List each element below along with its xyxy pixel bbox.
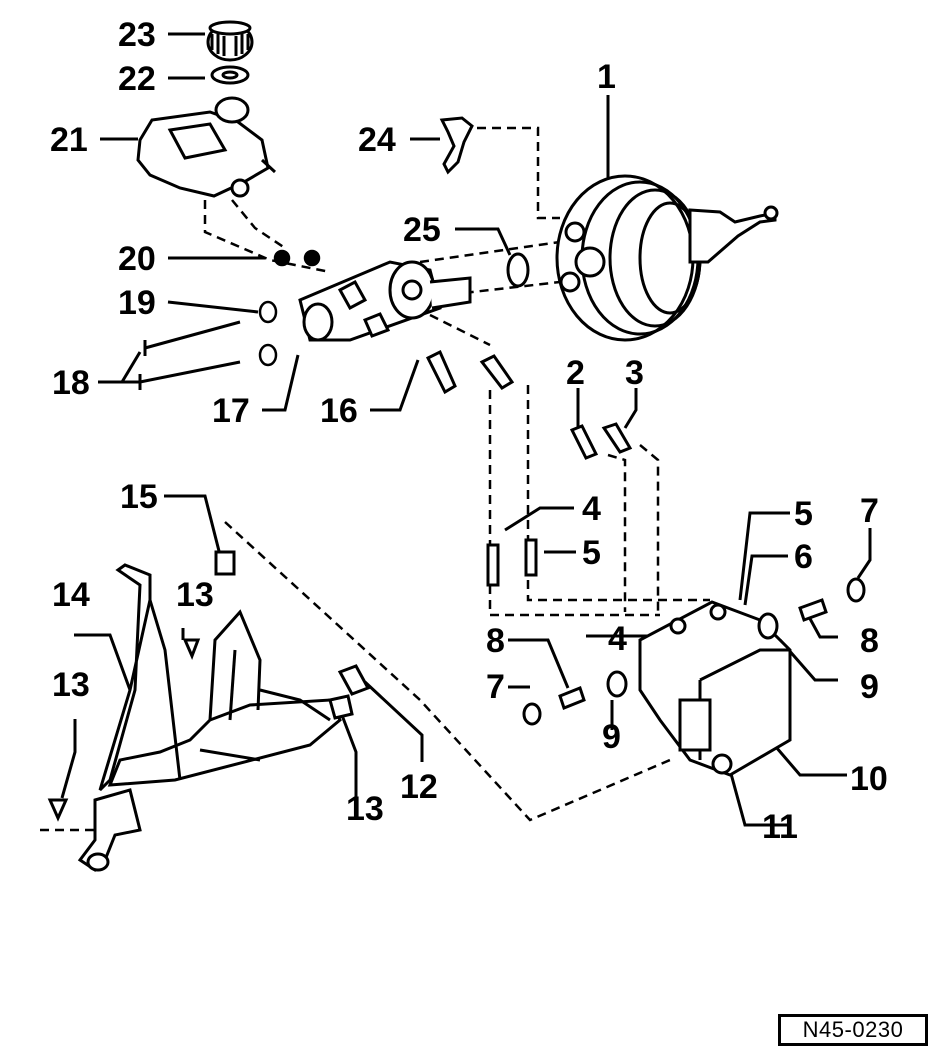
studs-18 xyxy=(138,320,241,390)
leader-lines xyxy=(60,32,872,827)
callout-14: 14 xyxy=(52,576,90,614)
callout-21: 21 xyxy=(50,121,88,159)
fluid-reservoir xyxy=(136,96,277,198)
callout-1: 1 xyxy=(597,58,616,96)
callout-10: 10 xyxy=(850,760,888,798)
callout-15: 15 xyxy=(120,478,158,516)
callout-16: 16 xyxy=(320,392,358,430)
callout-20: 20 xyxy=(118,240,156,278)
seals-19 xyxy=(258,300,278,367)
callout-25: 25 xyxy=(403,211,441,249)
callout-4b: 4 xyxy=(608,620,627,658)
cap-seal xyxy=(210,65,250,85)
callout-23: 23 xyxy=(118,16,156,54)
callout-13b: 13 xyxy=(52,666,90,704)
callout-22: 22 xyxy=(118,60,156,98)
callout-11: 11 xyxy=(762,808,798,846)
callout-6: 6 xyxy=(794,538,813,576)
reservoir-cap xyxy=(206,20,254,62)
diagram-reference-code: N45-0230 xyxy=(778,1014,928,1046)
callout-24: 24 xyxy=(358,121,396,159)
grommets-20 xyxy=(273,249,321,267)
callout-7b: 7 xyxy=(486,668,505,706)
assembly-lines xyxy=(40,126,710,832)
callout-8b: 8 xyxy=(860,622,879,660)
callout-13c: 13 xyxy=(346,790,384,828)
master-cylinder xyxy=(298,260,472,342)
callout-18: 18 xyxy=(52,364,90,402)
callout-17: 17 xyxy=(212,392,250,430)
callout-5a: 5 xyxy=(794,495,813,533)
callout-7a: 7 xyxy=(860,492,879,530)
callout-3: 3 xyxy=(625,354,644,392)
callout-9b: 9 xyxy=(602,718,621,756)
callout-19: 19 xyxy=(118,284,156,322)
callout-5b: 5 xyxy=(582,534,601,572)
seal-ring-25 xyxy=(506,252,530,288)
abs-control-unit xyxy=(638,600,792,777)
callout-labels: 23 22 21 24 1 25 20 19 18 17 16 2 3 15 4… xyxy=(50,16,888,846)
bracket-small-parts xyxy=(47,550,371,822)
callout-9a: 9 xyxy=(860,668,879,706)
callout-2: 2 xyxy=(566,354,585,392)
callout-12: 12 xyxy=(400,768,438,806)
valve-parts-6-7-8-9 xyxy=(522,577,866,726)
callout-4a: 4 xyxy=(582,490,601,528)
mounting-bracket xyxy=(77,563,342,872)
callout-8a: 8 xyxy=(486,622,505,660)
retaining-clip-24 xyxy=(439,116,474,175)
brake-line-fittings xyxy=(425,349,633,587)
callout-13a: 13 xyxy=(176,576,214,614)
brake-booster xyxy=(555,174,779,342)
